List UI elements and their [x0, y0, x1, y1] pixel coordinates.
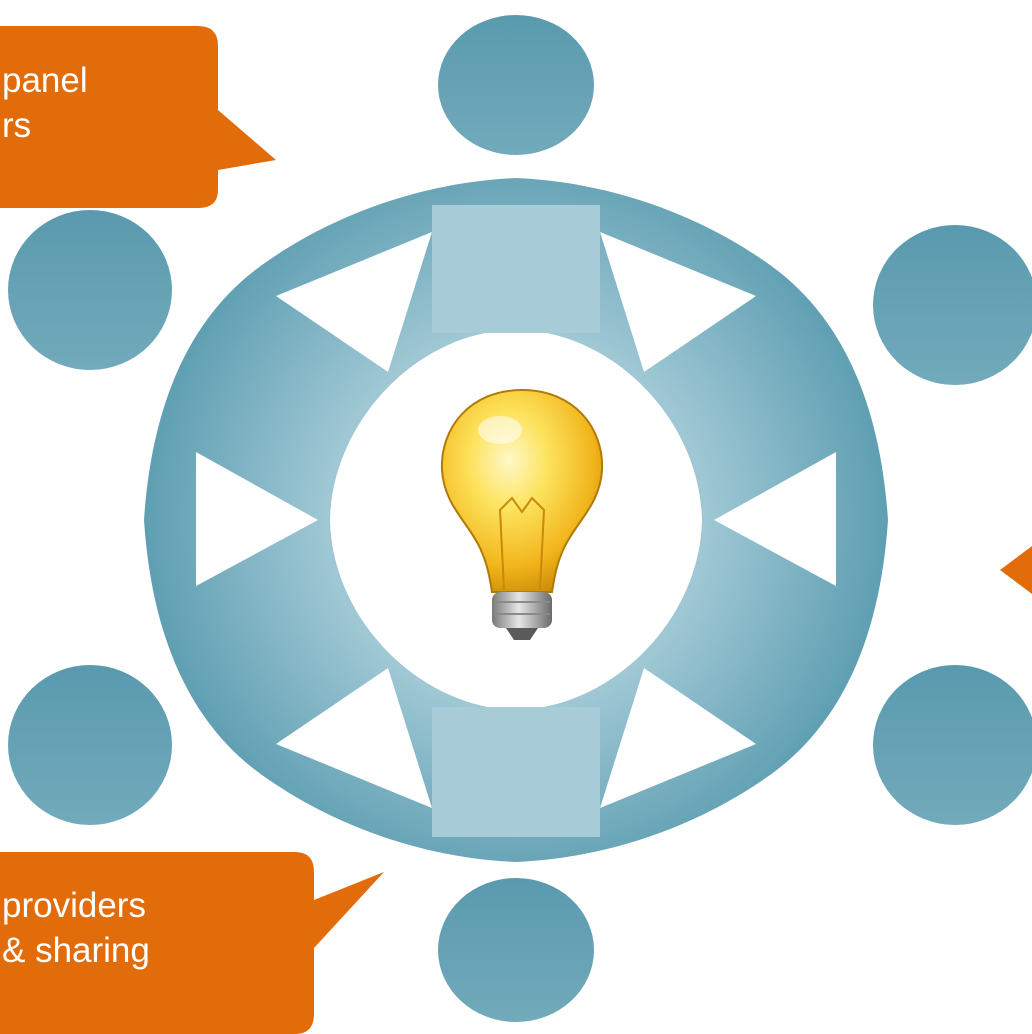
callout-bottom-left-text: providers & sharing [2, 883, 150, 973]
person-head-icon [8, 210, 172, 370]
callout-bottom-left-line-2: & sharing [2, 931, 150, 970]
arm-gap-left-upper [196, 452, 318, 586]
person-head-icon [873, 225, 1032, 385]
torso-top [432, 205, 600, 333]
callout-top-left-line-1: panel [2, 61, 88, 100]
heads [8, 15, 1032, 1022]
callout-top-left-line-2: rs [2, 106, 32, 145]
callout-right-pointer [1000, 546, 1032, 594]
arm-gap-bottom-right [600, 668, 756, 808]
callout-top-left-text: panel rs [2, 58, 88, 148]
arm-gap-bottom-left [276, 668, 432, 808]
person-head-icon [8, 665, 172, 825]
person-head-icon [873, 665, 1032, 825]
arm-gap-right-upper [714, 452, 836, 586]
callout-bottom-left [0, 852, 384, 1034]
lightbulb-icon [440, 388, 604, 640]
torso-bottom [432, 707, 600, 837]
person-head-icon [438, 878, 594, 1022]
arm-gap-top-right [600, 232, 756, 372]
callout-bottom-left-line-1: providers [2, 886, 146, 925]
ring-body [144, 178, 888, 862]
callout-top-left [0, 26, 276, 208]
person-head-icon [438, 15, 594, 155]
figures-ring [144, 178, 888, 862]
arm-gap-top-left [276, 232, 432, 372]
